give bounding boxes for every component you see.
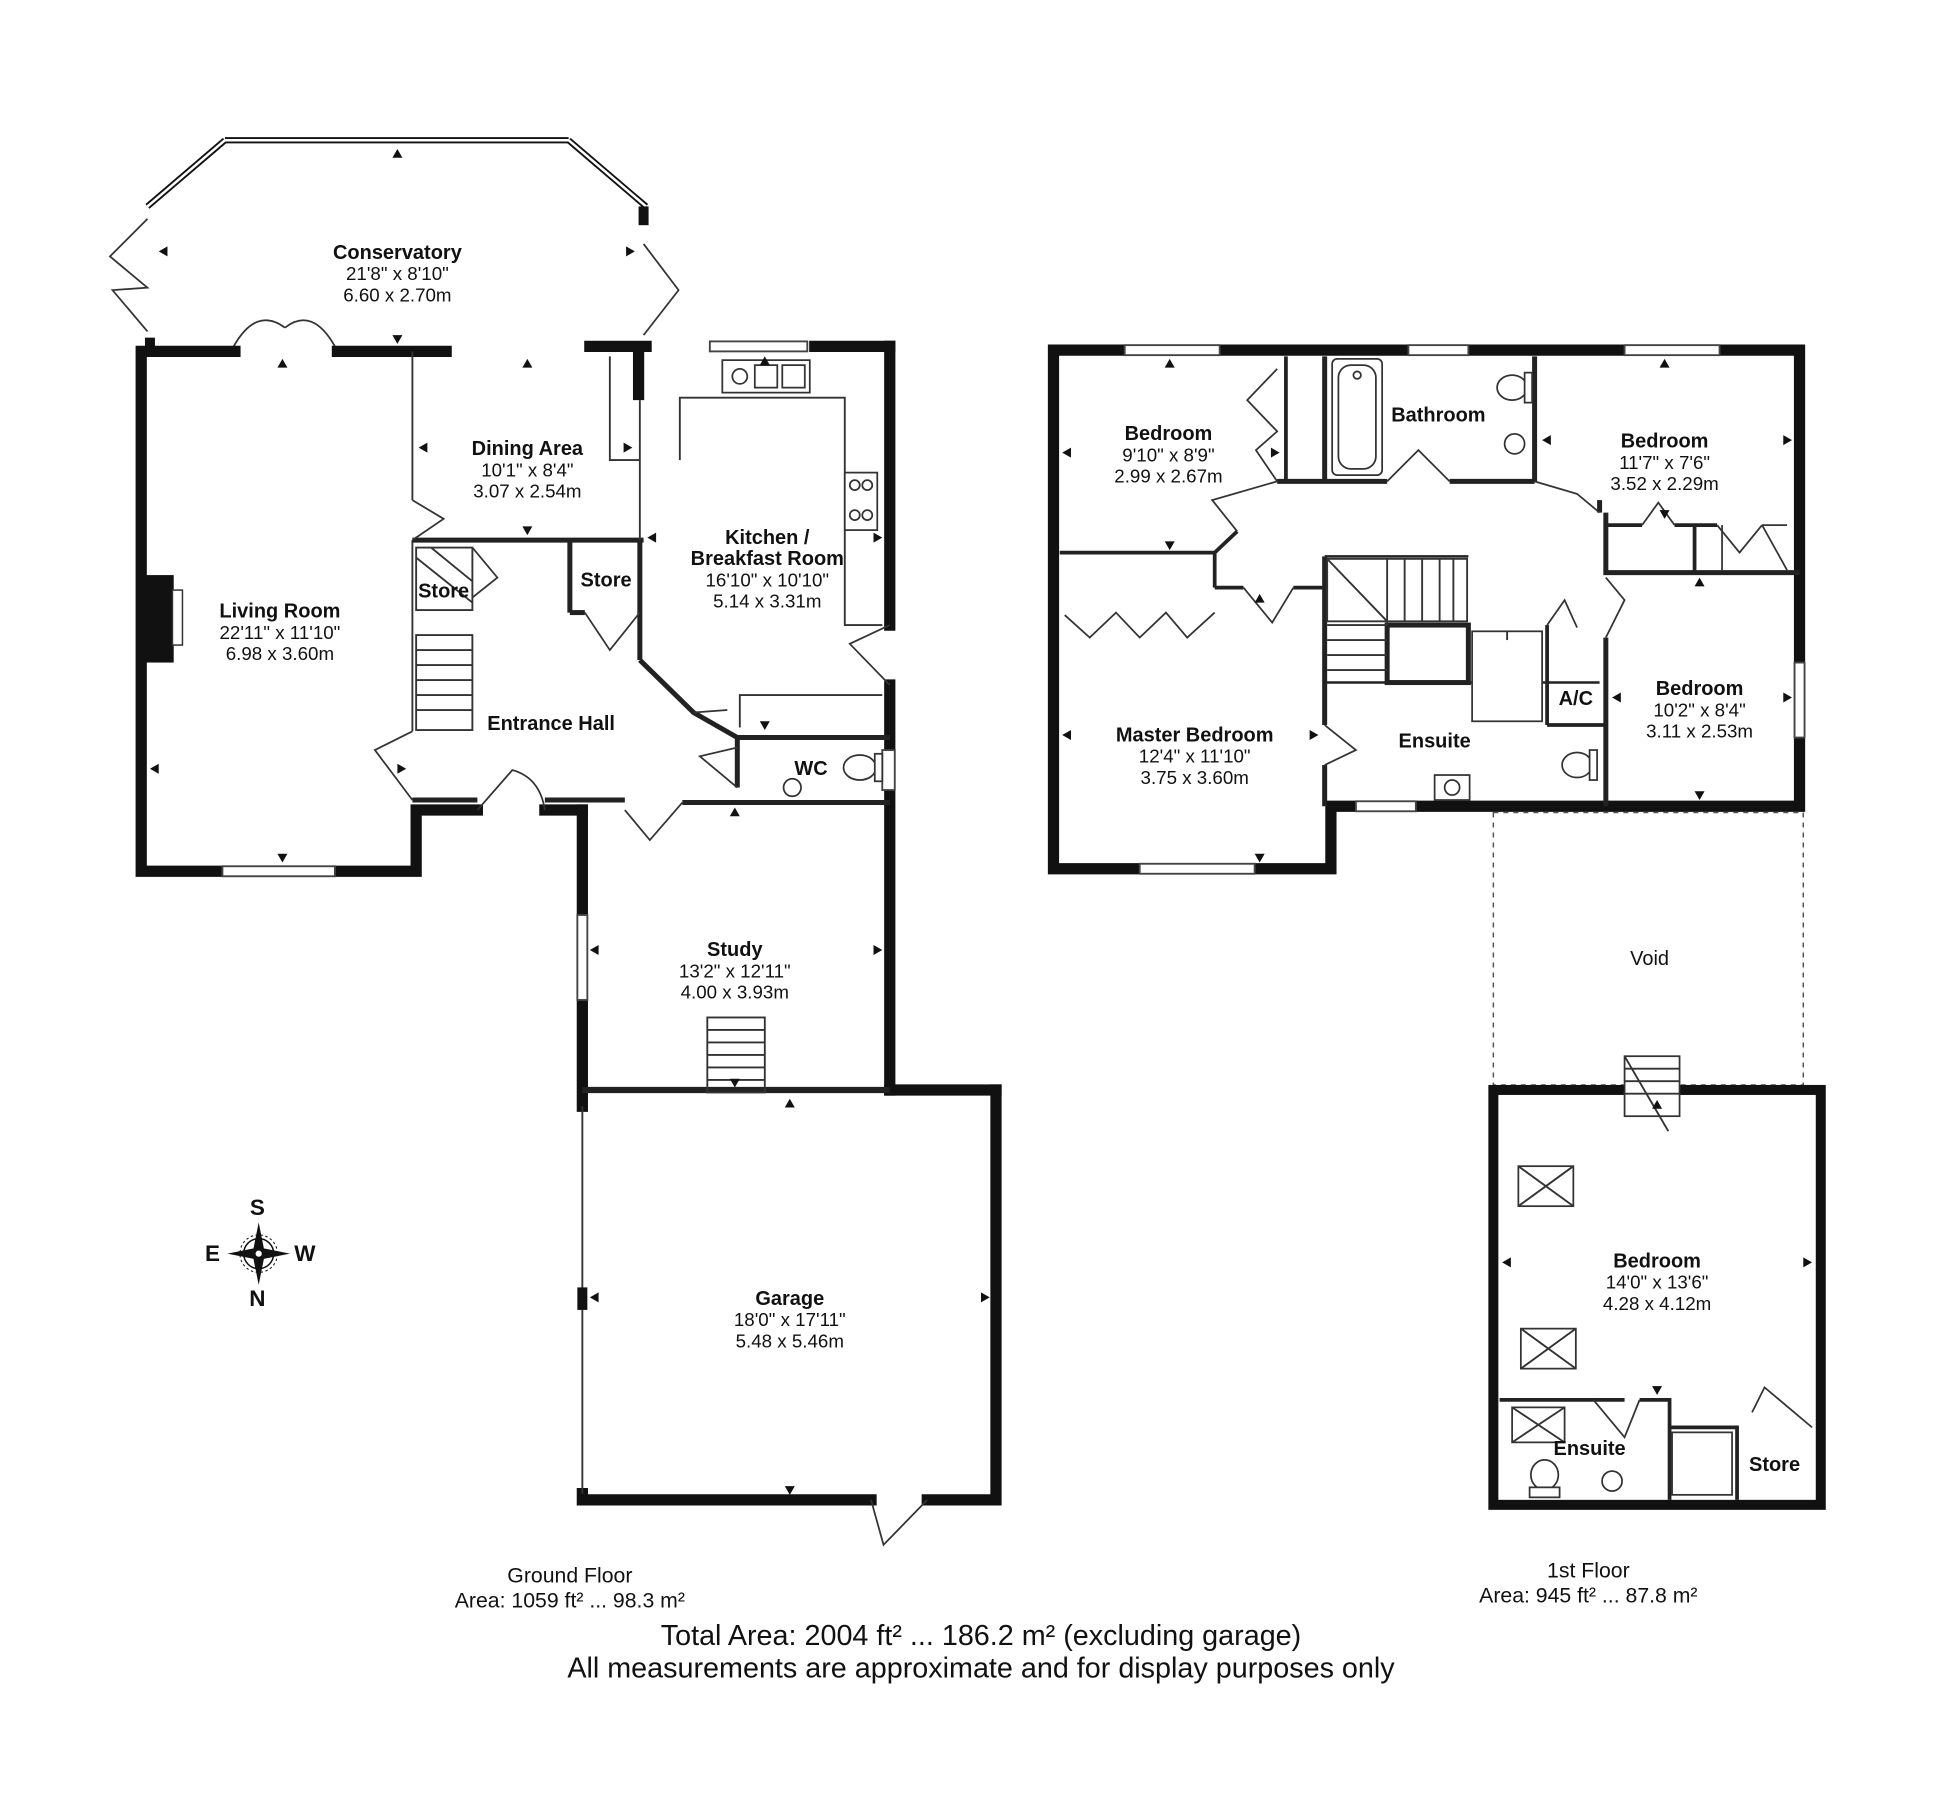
first-floor-plan: Bedroom 9'10" x 8'9" 2.99 x 2.67m Bathro…	[1047, 344, 1826, 1510]
wc-fixtures	[782, 752, 884, 798]
svg-text:Area: 1059 ft² ... 98.3 m²: Area: 1059 ft² ... 98.3 m²	[455, 1588, 685, 1612]
ground-floor-doors	[373, 400, 928, 1547]
svg-text:Bathroom: Bathroom	[1391, 404, 1485, 426]
svg-text:6.98 x 3.60m: 6.98 x 3.60m	[226, 643, 334, 664]
total-area-caption: Total Area: 2004 ft² ... 186.2 m² (exclu…	[567, 1620, 1395, 1684]
first-floor-windows	[1123, 344, 1806, 875]
compass-north: N	[249, 1286, 265, 1311]
svg-text:5.48 x 5.46m: 5.48 x 5.46m	[736, 1330, 844, 1351]
svg-text:Ensuite: Ensuite	[1399, 731, 1471, 753]
svg-text:16'10" x 10'10": 16'10" x 10'10"	[706, 569, 830, 590]
first-floor-doors	[1064, 368, 1788, 766]
room-label-ac: A/C	[1559, 688, 1593, 710]
svg-text:Living Room: Living Room	[219, 601, 340, 623]
svg-text:9'10" x 8'9": 9'10" x 8'9"	[1122, 444, 1214, 465]
svg-text:Total Area: 2004 ft² ... 186.2: Total Area: 2004 ft² ... 186.2 m² (exclu…	[661, 1620, 1302, 1652]
svg-text:Store: Store	[581, 569, 632, 591]
room-label-store-annex: Store	[1749, 1454, 1800, 1476]
compass-west: W	[294, 1241, 316, 1266]
first-floor-fixtures	[1326, 358, 1598, 801]
ground-floor-caption: Ground Floor Area: 1059 ft² ... 98.3 m²	[455, 1563, 685, 1612]
room-label-garage: Garage 18'0" x 17'11" 5.48 x 5.46m	[734, 1288, 846, 1351]
svg-text:10'1" x 8'4": 10'1" x 8'4"	[481, 459, 573, 480]
room-label-kitchen: Kitchen / Breakfast Room 16'10" x 10'10"…	[691, 527, 844, 612]
svg-text:Ensuite: Ensuite	[1553, 1438, 1625, 1460]
svg-text:Area: 945 ft² ... 87.8 m²: Area: 945 ft² ... 87.8 m²	[1479, 1583, 1697, 1607]
svg-text:Store: Store	[1749, 1454, 1800, 1476]
ground-floor-dimension-arrows	[149, 148, 990, 1495]
svg-text:Garage: Garage	[755, 1288, 824, 1310]
svg-text:Dining Area: Dining Area	[472, 438, 584, 460]
fireplace	[146, 575, 184, 663]
svg-text:3.52 x 2.29m: 3.52 x 2.29m	[1610, 473, 1718, 494]
void-area: Void	[1492, 811, 1805, 1086]
svg-text:14'0" x 13'6": 14'0" x 13'6"	[1606, 1272, 1709, 1293]
svg-text:1st Floor: 1st Floor	[1547, 1558, 1630, 1582]
room-label-ensuite-annex: Ensuite	[1553, 1438, 1625, 1460]
svg-text:3.07 x 2.54m: 3.07 x 2.54m	[473, 481, 581, 502]
ground-floor-windows	[221, 340, 896, 1001]
room-label-study: Study 13'2" x 12'11" 4.00 x 3.93m	[679, 939, 791, 1002]
svg-text:21'8" x 8'10": 21'8" x 8'10"	[346, 263, 449, 284]
svg-text:13'2" x 12'11": 13'2" x 12'11"	[679, 960, 791, 981]
first-floor-walls	[1047, 344, 1806, 875]
annex-bedroom: Bedroom 14'0" x 13'6" 4.28 x 4.12m Ensui…	[1488, 1055, 1826, 1510]
svg-text:Bedroom: Bedroom	[1656, 678, 1744, 700]
ground-floor-plan: Conservatory 21'8" x 8'10" 6.60 x 2.70m …	[108, 137, 1002, 1547]
svg-text:Ground Floor: Ground Floor	[507, 1563, 632, 1587]
svg-text:Bedroom: Bedroom	[1613, 1250, 1701, 1272]
kitchen-units	[608, 356, 883, 728]
svg-text:Study: Study	[707, 939, 763, 961]
room-label-wc: WC	[794, 758, 827, 780]
svg-text:3.11 x 2.53m: 3.11 x 2.53m	[1646, 721, 1753, 742]
svg-text:All measurements are approxima: All measurements are approximate and for…	[567, 1652, 1395, 1684]
svg-text:18'0" x 17'11": 18'0" x 17'11"	[734, 1309, 846, 1330]
room-label-bedroom-ne: Bedroom 11'7" x 7'6" 3.52 x 2.29m	[1610, 431, 1718, 494]
svg-text:2.99 x 2.67m: 2.99 x 2.67m	[1114, 466, 1222, 487]
ground-floor-walls	[135, 340, 1002, 1506]
svg-text:Breakfast Room: Breakfast Room	[691, 548, 844, 570]
first-floor-dimension-arrows	[1062, 358, 1793, 863]
svg-text:Bedroom: Bedroom	[1125, 423, 1213, 445]
svg-text:6.60 x 2.70m: 6.60 x 2.70m	[343, 284, 451, 305]
svg-text:Kitchen /: Kitchen /	[725, 527, 810, 549]
room-label-entrance-hall: Entrance Hall	[487, 713, 615, 735]
compass-rose: S E W N	[205, 1195, 316, 1311]
room-label-dining-area: Dining Area 10'1" x 8'4" 3.07 x 2.54m	[472, 438, 584, 501]
svg-text:11'7" x 7'6": 11'7" x 7'6"	[1619, 452, 1710, 473]
room-label-master-bedroom: Master Bedroom 12'4" x 11'10" 3.75 x 3.6…	[1116, 724, 1274, 787]
room-label-store-stairs: Store	[418, 581, 469, 603]
first-floor-caption: 1st Floor Area: 945 ft² ... 87.8 m²	[1479, 1558, 1697, 1607]
room-label-bathroom: Bathroom	[1391, 404, 1485, 426]
ground-floor-stairs	[415, 546, 474, 731]
room-label-bedroom-e: Bedroom 10'2" x 8'4" 3.11 x 2.53m	[1646, 678, 1753, 741]
svg-text:4.00 x 3.93m: 4.00 x 3.93m	[681, 982, 789, 1003]
svg-text:Entrance Hall: Entrance Hall	[487, 713, 615, 735]
svg-text:5.14 x 3.31m: 5.14 x 3.31m	[713, 591, 821, 612]
svg-text:Store: Store	[418, 581, 469, 603]
room-label-bedroom-annex: Bedroom 14'0" x 13'6" 4.28 x 4.12m	[1603, 1250, 1711, 1313]
room-label-bedroom-nw: Bedroom 9'10" x 8'9" 2.99 x 2.67m	[1114, 423, 1222, 486]
svg-text:4.28 x 4.12m: 4.28 x 4.12m	[1603, 1293, 1711, 1314]
compass-east: E	[205, 1241, 220, 1266]
room-label-store-hall: Store	[581, 569, 632, 591]
svg-text:WC: WC	[794, 758, 827, 780]
svg-text:22'11" x 11'10": 22'11" x 11'10"	[220, 622, 341, 643]
room-label-conservatory: Conservatory 21'8" x 8'10" 6.60 x 2.70m	[333, 242, 462, 305]
svg-text:3.75 x 3.60m: 3.75 x 3.60m	[1141, 767, 1249, 788]
room-label-ensuite: Ensuite	[1399, 731, 1471, 753]
svg-text:12'4" x 11'10": 12'4" x 11'10"	[1139, 746, 1251, 767]
svg-text:Bedroom: Bedroom	[1621, 431, 1709, 453]
svg-text:Void: Void	[1630, 948, 1669, 970]
svg-text:A/C: A/C	[1559, 688, 1593, 710]
compass-south: S	[250, 1195, 265, 1220]
svg-text:Master Bedroom: Master Bedroom	[1116, 724, 1274, 746]
svg-text:10'2" x 8'4": 10'2" x 8'4"	[1653, 699, 1745, 720]
room-label-living-room: Living Room 22'11" x 11'10" 6.98 x 3.60m	[219, 601, 340, 664]
svg-text:Conservatory: Conservatory	[333, 242, 462, 264]
